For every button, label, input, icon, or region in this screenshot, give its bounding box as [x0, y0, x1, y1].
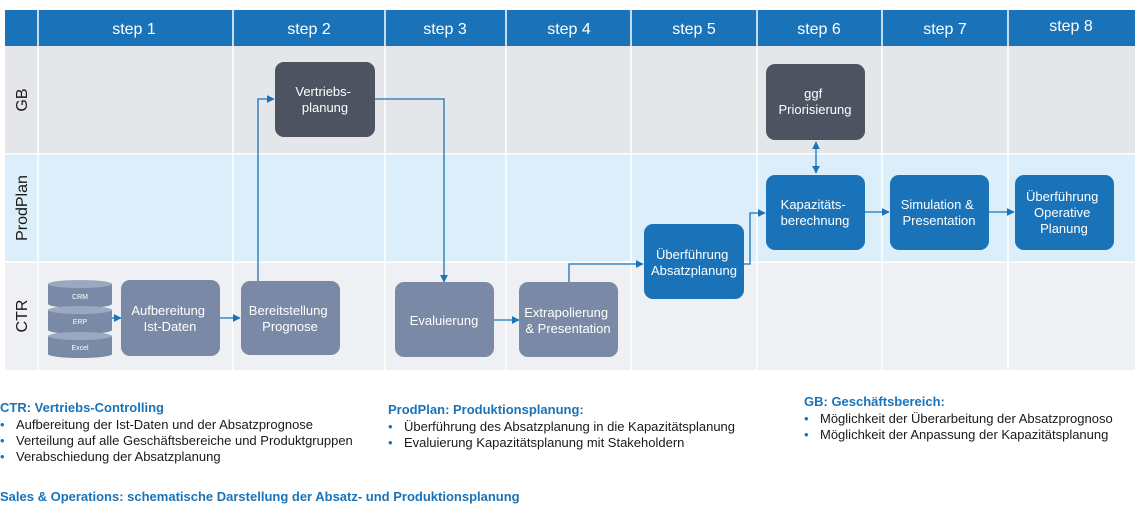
svg-text:Simulation & Presentatio: Simulation & Presentation: [901, 197, 978, 228]
legend-gb-list: Möglichkeit der Überarbeitung der Absatz…: [804, 411, 1134, 443]
node-bereitstellung: Bereitstellung Prognose: [241, 281, 340, 355]
node-ueberfuehrung-operativ-line2: Operative: [1034, 205, 1090, 220]
arrow-vertriebsplanung-to-evaluierung: [375, 98, 448, 283]
node-aufbereitung: Aufbereitung Ist-Daten: [121, 280, 220, 356]
svg-text:Aufbereitung Ist-Daten: Aufbereitung Ist-Daten: [131, 303, 208, 334]
step-1-label: step 1: [112, 21, 156, 38]
node-simulation: Simulation & Presentation: [890, 175, 989, 250]
connectors: [112, 95, 1015, 324]
legend-gb-item: Möglichkeit der Anpassung der Kapazitäts…: [804, 427, 1134, 443]
legend-prodplan: ProdPlan: Produktionsplanung: Überführun…: [388, 402, 768, 451]
legend-ctr-item: Aufbereitung der Ist-Daten und der Absat…: [0, 417, 380, 433]
node-bereitstellung-line2: Prognose: [262, 319, 318, 334]
node-extrapolierung-line2: & Presentation: [525, 321, 610, 336]
node-kapazitaet-line1: Kapazitäts-: [781, 197, 846, 212]
arrow-extrapolierung-to-ueberfuehrung: [568, 260, 644, 282]
legend-ctr-title: CTR: Vertriebs-Controlling: [0, 400, 164, 415]
legend-prodplan-title: ProdPlan: Produktionsplanung:: [388, 402, 584, 417]
step-8-label: step 8: [1049, 18, 1093, 35]
step-4-label: step 4: [547, 21, 591, 38]
legend-gb-title: GB: Geschäftsbereich:: [804, 394, 945, 409]
svg-text:Kapazitäts- berechnung: Kapazitäts- berechnung: [781, 197, 850, 228]
svg-text:ggf Priorisierung: ggf Priorisierung: [779, 86, 852, 117]
step-3-label: step 3: [423, 21, 467, 38]
node-ueberfuehrung-absatz: Überführung Absatzplanung: [644, 224, 744, 299]
node-vertriebsplanung-line1: Vertriebs-: [295, 84, 351, 99]
legend-gb: GB: Geschäftsbereich: Möglichkeit der Üb…: [804, 394, 1134, 443]
lane-label-ctr: CTR: [14, 300, 31, 333]
legend-prodplan-item: Überführung des Absatzplanung in die Kap…: [388, 419, 768, 435]
lane-label-gb: GB: [14, 88, 31, 111]
node-bereitstellung-line1: Bereitstellung: [249, 303, 328, 318]
svg-text:Überführung Absatzplanun: Überführung Absatzplanung: [651, 247, 737, 278]
db-cylinder-excel: Excel: [48, 332, 112, 358]
node-ueberfuehrung-operativ: Überführung Operative Planung: [1015, 175, 1114, 250]
node-evaluierung: Evaluierung: [395, 282, 494, 357]
node-kapazitaet-line2: berechnung: [781, 213, 850, 228]
legend-gb-item: Möglichkeit der Überarbeitung der Absatz…: [804, 411, 1134, 427]
header-band: [5, 10, 1135, 46]
node-ueberfuehrung-operativ-line1: Überführung: [1026, 189, 1098, 204]
step-7-label: step 7: [923, 21, 967, 38]
legend-ctr-list: Aufbereitung der Ist-Daten und der Absat…: [0, 417, 380, 465]
node-simulation-line2: Presentation: [903, 213, 976, 228]
node-priorisierung-line2: Priorisierung: [779, 102, 852, 117]
legend-ctr: CTR: Vertriebs-Controlling Aufbereitung …: [0, 400, 380, 465]
node-priorisierung-line1: ggf: [804, 86, 822, 101]
svg-text:Vertriebs- planung: Vertriebs- planung: [295, 84, 354, 115]
node-ueberfuehrung-operativ-line3: Planung: [1040, 221, 1088, 236]
legend-ctr-item: Verabschiedung der Absatzplanung: [0, 449, 380, 465]
svg-text:Überführung Operative: Überführung Operative Planung: [1026, 189, 1102, 236]
db-cylinder-crm: CRM: [48, 280, 112, 308]
lane-gb: [5, 46, 1135, 154]
node-simulation-line1: Simulation &: [901, 197, 974, 212]
node-vertriebsplanung-line2: planung: [302, 100, 348, 115]
node-aufbereitung-line2: Ist-Daten: [144, 319, 197, 334]
svg-text:Extrapolierung & Present: Extrapolierung & Presentation: [524, 305, 611, 336]
step-6-label: step 6: [797, 21, 841, 38]
db-cylinder-erp: ERP: [48, 306, 112, 334]
node-ueberfuehrung-absatz-line1: Überführung: [656, 247, 728, 262]
db-label-erp: ERP: [73, 319, 88, 326]
legend-prodplan-list: Überführung des Absatzplanung in die Kap…: [388, 419, 768, 451]
node-extrapolierung-line1: Extrapolierung: [524, 305, 608, 320]
diagram-caption: Sales & Operations: schematische Darstel…: [0, 489, 520, 504]
node-priorisierung: ggf Priorisierung: [766, 64, 865, 140]
svg-text:Evaluierung: Evaluierung: [410, 313, 479, 328]
legend-ctr-item: Verteilung auf alle Geschäftsbereiche un…: [0, 433, 380, 449]
node-aufbereitung-line1: Aufbereitung: [131, 303, 205, 318]
legend-prodplan-item: Evaluierung Kapazitätsplanung mit Stakeh…: [388, 435, 768, 451]
node-extrapolierung: Extrapolierung & Presentation: [519, 282, 618, 357]
header-steps: step 1 step 2 step 3 step 4 step 5 step …: [112, 18, 1093, 38]
node-ueberfuehrung-absatz-line2: Absatzplanung: [651, 263, 737, 278]
node-kapazitaet: Kapazitäts- berechnung: [766, 175, 865, 250]
lane-dividers: [5, 10, 1135, 370]
arrow-bereitstellung-to-vertriebsplanung: [257, 95, 275, 281]
step-5-label: step 5: [672, 21, 716, 38]
lane-label-prodplan: ProdPlan: [14, 175, 31, 241]
step-2-label: step 2: [287, 21, 331, 38]
database-icon: CRM ERP Excel: [48, 280, 112, 358]
node-vertriebsplanung: Vertriebs- planung: [275, 62, 375, 137]
svg-text:Bereitstellung Prognose: Bereitstellung Prognose: [249, 303, 331, 334]
db-label-crm: CRM: [72, 294, 88, 301]
arrow-ueberfuehrung-to-kapazitaet: [744, 209, 766, 265]
db-label-excel: Excel: [71, 345, 89, 352]
node-evaluierung-line1: Evaluierung: [410, 313, 479, 328]
